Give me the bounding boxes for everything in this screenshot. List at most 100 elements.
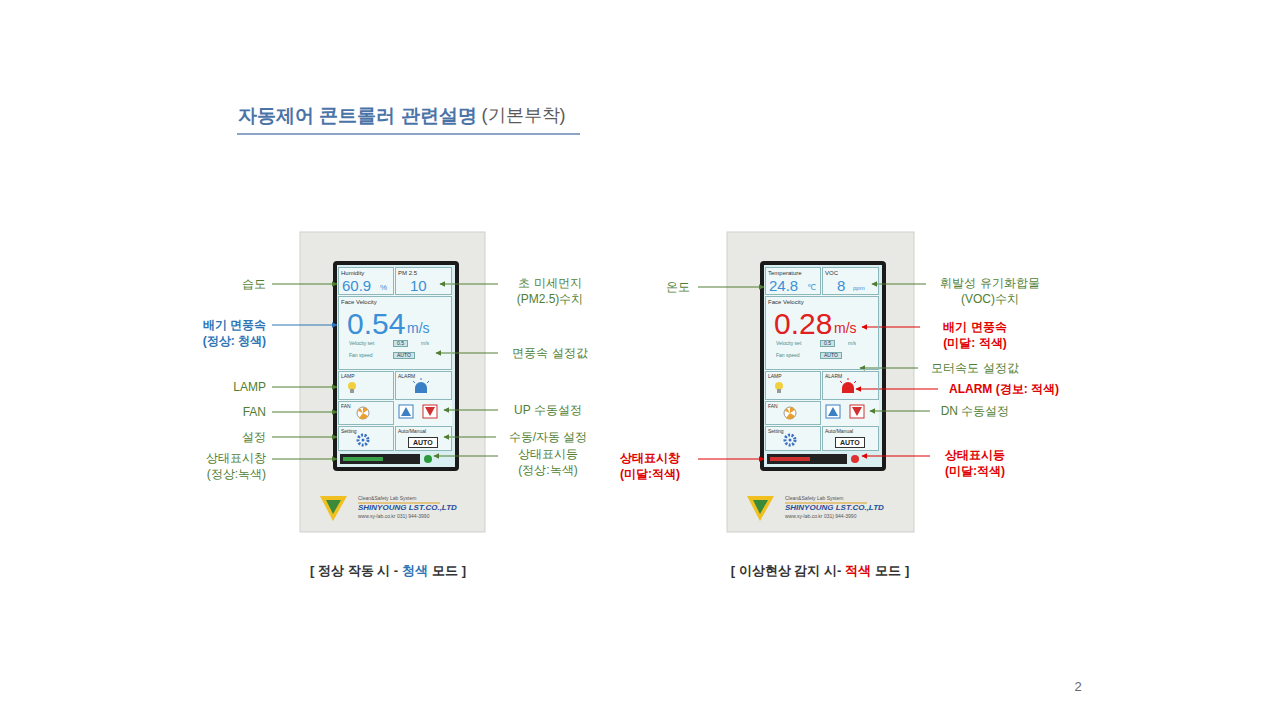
callout-label: 배기 면풍속 bbox=[943, 320, 1006, 334]
screen-text: Fan speed bbox=[349, 353, 373, 358]
logo-text: Clean&Safety Lab System bbox=[785, 495, 843, 501]
screen-text: % bbox=[380, 284, 387, 292]
screen-text: AUTO bbox=[393, 352, 415, 359]
screen-text: Setting bbox=[341, 429, 357, 434]
screen-text: ppm bbox=[853, 285, 865, 291]
lamp-cell: LAMP bbox=[765, 371, 821, 400]
screen-text: LAMP bbox=[341, 374, 355, 379]
callout-label: 습도 bbox=[242, 277, 266, 291]
humidity-cell: Humidity 60.9% bbox=[338, 267, 394, 295]
screen-text: Auto/Manual bbox=[398, 429, 426, 434]
callout-label: 상태표시등 bbox=[945, 448, 1005, 462]
callout-label: (PM2.5)수치 bbox=[517, 292, 584, 306]
callout-label: 상태표시등 bbox=[518, 447, 578, 461]
page-number: 2 bbox=[1074, 679, 1081, 695]
callout-label: 휘발성 유기화합물 bbox=[940, 276, 1039, 290]
callout-label: (정상: 청색) bbox=[203, 334, 266, 348]
logo-text: SHINYOUNG LST.CO.,LTD bbox=[785, 503, 884, 513]
velocity-cell: Face Velocity0.54m/sVelocity set0.5m/sFa… bbox=[338, 296, 452, 370]
callout-label: 상태표시창 bbox=[620, 451, 680, 465]
callout-label: UP 수동설정 bbox=[514, 403, 582, 417]
callout-label: FAN bbox=[243, 405, 266, 419]
caption-text: 청색 bbox=[402, 563, 428, 579]
callout-label: (미달:적색) bbox=[945, 464, 1005, 478]
screen-text: 8 bbox=[837, 278, 845, 293]
fan-cell: FAN bbox=[338, 401, 394, 425]
callout-label: 초 미세먼지 bbox=[518, 276, 581, 290]
caption-text: [ 이상현상 감지 시- bbox=[731, 563, 842, 579]
screen-text: m/s bbox=[848, 341, 856, 346]
screen-text: 24.8 bbox=[769, 278, 798, 293]
callout-label: 온도 bbox=[666, 280, 690, 294]
screen-text: Face Velocity bbox=[768, 299, 804, 305]
screen-text: Humidity bbox=[341, 270, 364, 276]
controller-normal bbox=[300, 232, 485, 532]
mode-cell: Auto/ManualAUTO bbox=[395, 426, 452, 451]
figure-caption: [ 정상 작동 시 -청색모드 ] bbox=[310, 563, 466, 579]
callout-label: LAMP bbox=[233, 380, 266, 394]
velocity-cell: Face Velocity0.28m/sVelocity set0.5m/sFa… bbox=[765, 296, 879, 370]
caption-text: 모드 ] bbox=[875, 563, 909, 579]
callout-label: 상태표시창 bbox=[206, 451, 266, 465]
screen-text: PM 2.5 bbox=[398, 270, 417, 276]
screen-text: 0.5 bbox=[393, 340, 408, 347]
callout-label: (정상:녹색) bbox=[207, 467, 266, 481]
screen-text: 10 bbox=[410, 278, 427, 293]
callout-label: (미달:적색) bbox=[620, 467, 680, 481]
screen-text: m/s bbox=[407, 321, 430, 335]
controller-alarm bbox=[727, 232, 914, 532]
screen-text: m/s bbox=[421, 341, 429, 346]
mode-cell: Auto/ManualAUTO bbox=[822, 426, 879, 451]
setting-cell: Setting bbox=[338, 426, 394, 451]
screen-text: VOC bbox=[825, 270, 838, 276]
screen-text: Velocity set bbox=[349, 341, 374, 346]
callout-label: 배기 면풍속 bbox=[203, 318, 266, 332]
logo-text: www.sy-lab.co.kr 031) 944-3990 bbox=[785, 513, 856, 519]
screen-text: 60.9 bbox=[342, 278, 371, 293]
leader-lines bbox=[272, 284, 938, 459]
screen-text: FAN bbox=[768, 404, 778, 409]
screen-text: Face Velocity bbox=[341, 299, 377, 305]
caption-text: 적색 bbox=[845, 563, 871, 579]
callout-label: (정상:녹색) bbox=[518, 463, 577, 477]
screen-text: ℃ bbox=[807, 284, 816, 292]
alarm-cell: ALARM bbox=[822, 371, 879, 400]
screen-text: Setting bbox=[768, 429, 784, 434]
page-title: 자동제어 콘트롤러 관련설명 bbox=[238, 105, 477, 128]
figure-caption: [ 이상현상 감지 시-적색모드 ] bbox=[731, 563, 909, 579]
setting-cell: Setting bbox=[765, 426, 821, 451]
screen-text: Temperature bbox=[768, 270, 802, 276]
screen-text: ALARM bbox=[825, 374, 842, 379]
screen-text: FAN bbox=[341, 404, 351, 409]
screen-text: Auto/Manual bbox=[825, 429, 853, 434]
callout-label: (미달: 적색) bbox=[943, 336, 1006, 350]
screen-text: ALARM bbox=[398, 374, 415, 379]
dust-cell: PM 2.5 10 bbox=[395, 267, 452, 295]
logo-text: www.sy-lab.co.kr 031) 944-3990 bbox=[358, 513, 429, 519]
lamp-cell: LAMP bbox=[338, 371, 394, 400]
screen-text: AUTO bbox=[835, 437, 865, 448]
screen-text: 0.5 bbox=[820, 340, 835, 347]
title-underline bbox=[237, 133, 580, 135]
screen-text: AUTO bbox=[820, 352, 842, 359]
logo-text: Clean&Safety Lab System bbox=[358, 495, 416, 501]
screen-text: 0.28 bbox=[774, 309, 832, 339]
callout-label: (VOC)수치 bbox=[961, 292, 1019, 306]
callout-label: 설정 bbox=[242, 430, 266, 444]
alarm-cell: ALARM bbox=[395, 371, 452, 400]
logo-text: SHINYOUNG LST.CO.,LTD bbox=[358, 503, 457, 513]
screen-text: Velocity set bbox=[776, 341, 801, 346]
callout-label: ALARM (경보: 적색) bbox=[949, 382, 1059, 396]
screen-text: Fan speed bbox=[776, 353, 800, 358]
caption-text: [ 정상 작동 시 - bbox=[310, 563, 398, 579]
callout-label: 수동/자동 설정 bbox=[509, 430, 588, 444]
screen-text: LAMP bbox=[768, 374, 782, 379]
screen-text: m/s bbox=[834, 321, 857, 335]
callout-label: 면풍속 설정값 bbox=[512, 346, 587, 360]
dust-cell: VOC 8 ppm bbox=[822, 267, 879, 295]
callout-label: 모터속도 설정값 bbox=[931, 361, 1018, 375]
caption-text: 모드 ] bbox=[432, 563, 466, 579]
humidity-cell: Temperature 24.8 ℃ bbox=[765, 267, 821, 295]
